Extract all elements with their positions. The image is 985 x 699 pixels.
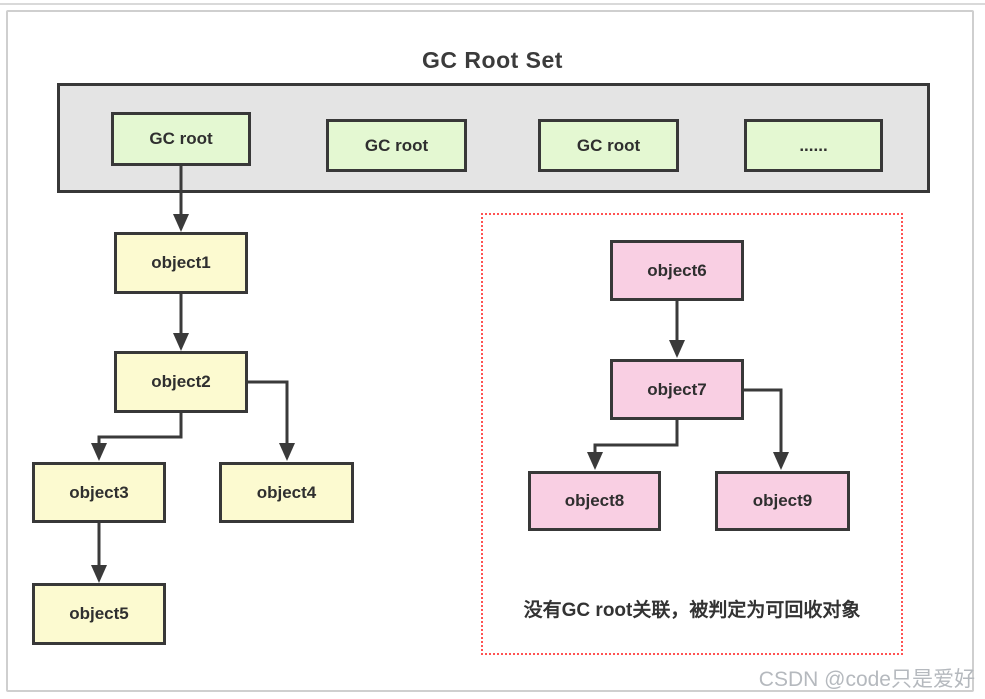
object7-node: object7 [610, 359, 744, 420]
object9-label: object9 [752, 491, 813, 510]
object1-node: object1 [114, 232, 248, 294]
gc-root-node-1: GC root [111, 112, 251, 166]
gc-root-node-3: GC root [538, 119, 679, 172]
object7-label: object7 [647, 379, 707, 399]
object2-node: object2 [114, 351, 248, 413]
gc-root-node-1-label: GC root [149, 129, 213, 148]
unreachable-region-border [481, 213, 903, 655]
object4-label: object4 [256, 482, 317, 502]
object4-node: object4 [219, 462, 354, 523]
object6-label: object6 [647, 260, 707, 280]
object5-label: object5 [69, 604, 129, 623]
watermark-text: CSDN @code只是爱好 [758, 668, 975, 691]
object1-label: object1 [151, 253, 211, 272]
object8-label: object8 [564, 491, 625, 510]
diagram-title: GC Root Set [422, 47, 563, 73]
object9-node: object9 [715, 471, 850, 531]
gc-root-node-ellipsis: ...... [744, 119, 883, 172]
gc-root-node-2: GC root [326, 119, 467, 172]
top-border-line [0, 3, 985, 5]
gc-root-node-3-label: GC root [576, 135, 641, 155]
object6-node: object6 [610, 240, 744, 301]
gc-root-node-ellipsis-label: ...... [799, 135, 828, 155]
object3-label: object3 [69, 482, 129, 502]
unreachable-note: 没有GC root关联，被判定为可回收对象 [523, 600, 861, 621]
page-frame [6, 10, 974, 692]
object2-label: object2 [151, 372, 211, 391]
object8-node: object8 [528, 471, 661, 531]
object3-node: object3 [32, 462, 166, 523]
gc-root-node-2-label: GC root [364, 135, 429, 155]
object5-node: object5 [32, 583, 166, 645]
